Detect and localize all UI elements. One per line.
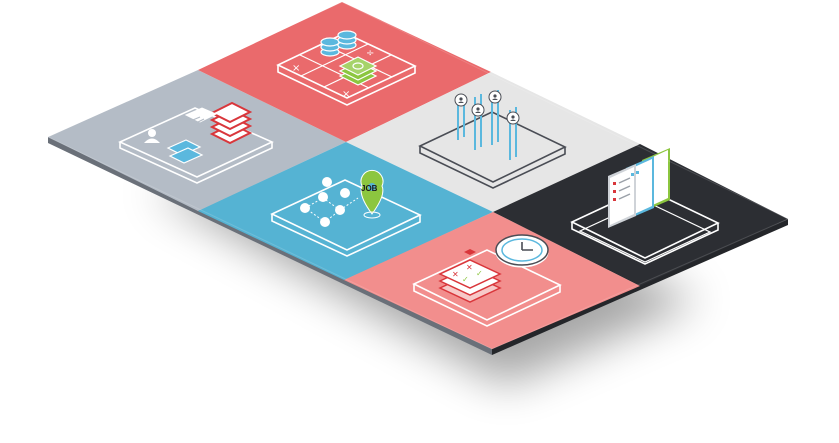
svg-text:✓: ✓ bbox=[476, 269, 483, 278]
browser-windows-icon bbox=[570, 148, 720, 265]
board-outline bbox=[46, 1, 790, 350]
tile-dashboard[interactable] bbox=[493, 144, 788, 286]
svg-text:✕: ✕ bbox=[466, 263, 473, 272]
svg-text:×: × bbox=[342, 89, 350, 100]
people-bar-chart-icon bbox=[418, 90, 567, 189]
job-pin-label: JOB bbox=[361, 184, 378, 193]
clock-and-calendar-icon: ✕ ✕ ✓ ✓ bbox=[412, 234, 562, 327]
svg-text:✓: ✓ bbox=[462, 275, 469, 284]
svg-text:×: × bbox=[292, 63, 300, 74]
tile-recruiting[interactable] bbox=[198, 142, 493, 280]
coins-and-cash-icon: × ÷ × bbox=[276, 30, 417, 106]
svg-text:✕: ✕ bbox=[452, 270, 459, 279]
tile-hr-records[interactable] bbox=[48, 70, 346, 211]
job-location-network-icon: JOB bbox=[270, 169, 422, 257]
stacked-documents-icon bbox=[118, 101, 274, 184]
svg-text:÷: ÷ bbox=[366, 48, 374, 59]
